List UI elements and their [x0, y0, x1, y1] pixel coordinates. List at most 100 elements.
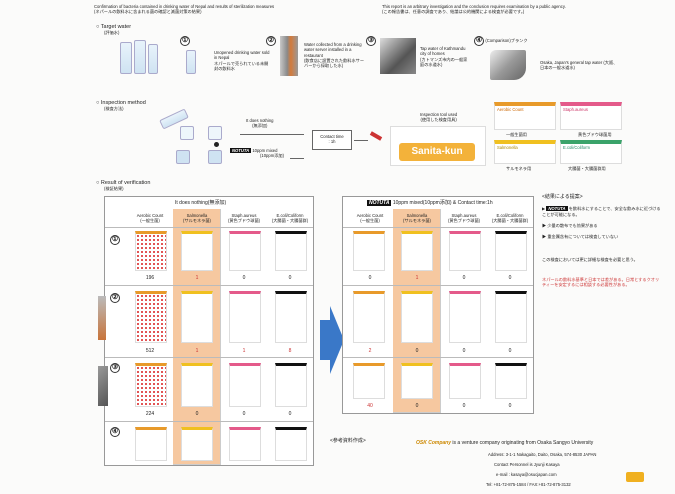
row-3-aerobic-plate	[135, 363, 167, 407]
row-3-staph-plate-treated	[449, 363, 481, 399]
report-title: Confirmation of bacteria contained in dr…	[94, 4, 354, 15]
row-3-side-photo	[98, 366, 108, 406]
target-item-4: ④ (Comparison)ブランク	[474, 36, 528, 46]
row-2-side-photo	[98, 296, 106, 340]
row-3-aerobic-count: 224	[145, 411, 155, 417]
col-salmonella-header-treated: Salmonella(サルモネラ菌)	[403, 213, 431, 224]
row-4-number: ④	[110, 427, 120, 437]
target-item-2-text: Water collected from a drinking water se…	[304, 42, 365, 68]
row-2-ecoli-plate	[275, 291, 307, 343]
method-arrow-3	[354, 140, 368, 141]
results-table-untreated-title: It does nothing(無添加)	[175, 200, 227, 206]
target-item-4-title: (Comparison)ブランク	[485, 38, 528, 43]
report-title-en: Confirmation of bacteria contained in dr…	[94, 4, 275, 9]
company-contact: Contact Personnel is Jyunji Kasaya	[494, 462, 560, 467]
row-1-staph-plate	[229, 231, 261, 271]
row-3-salmonella-plate	[181, 363, 213, 407]
row-4-ecoli-plate	[275, 427, 307, 461]
target-heading: ○ Target water(評価水)	[96, 24, 132, 35]
method-drop	[214, 142, 219, 147]
row-2-staph-count: 1	[242, 348, 246, 354]
brand-logo-treated: NOTUTA	[367, 200, 392, 206]
row-divider-3	[105, 421, 313, 422]
target-item-1-number: ①	[180, 36, 190, 46]
row-2-aerobic-count-treated: 2	[368, 348, 372, 354]
company-logo-mark	[626, 472, 644, 482]
row-3-staph-plate	[229, 363, 261, 407]
col-staph-header-treated: Staph.aureus(黄色ブドウ球菌)	[447, 213, 481, 224]
report-note-en: This report is an arbitrary investigatio…	[382, 4, 566, 9]
row-4-staph-plate	[229, 427, 261, 461]
conclusion-p5: ネパールの飲料水基準と日本では差がある。日常とするクオリティーを安定するには相談…	[542, 276, 660, 287]
row-divider-2-treated	[343, 357, 533, 358]
brand-logo-conclusion: NOTUTA	[546, 206, 568, 212]
method-dropper	[369, 131, 383, 141]
method-beaker-1	[180, 126, 194, 140]
col-aerobic-header: Aerobic Count(一般生菌)	[136, 213, 164, 224]
company-email: e-mail : kasaya@osucjapan.com	[496, 472, 557, 477]
row-1-ecoli-plate-treated	[495, 231, 527, 271]
row-2-staph-plate-treated	[449, 291, 481, 343]
row-1-aerobic-count-treated: 0	[368, 275, 372, 281]
treatment-arrow	[320, 300, 344, 380]
target-item-2: ②	[266, 36, 276, 46]
target-item-4-faucet	[490, 50, 526, 80]
conclusion-p1: ▶ NOTUTA を飲料水にすることで、安全な飲み水に近づけることが可能になる。	[542, 206, 661, 217]
row-4-salmonella-plate	[181, 427, 213, 461]
conclusion-p4: この検査においては更に詳細な検査を必要と思う。	[542, 257, 638, 263]
row-3-ecoli-count: 0	[288, 411, 292, 417]
target-item-2-photo	[280, 36, 298, 76]
method-arrow-2	[290, 158, 304, 159]
kit-ecoli: E.coli/Coliform	[560, 140, 622, 164]
header-divider-treated	[343, 227, 533, 228]
sanita-kun-panel: Sanita-kun	[390, 126, 486, 166]
row-3-salmonella-plate-treated	[401, 363, 433, 399]
row-3-staph-count-treated: 0	[462, 403, 466, 409]
row-1-aerobic-plate	[135, 231, 167, 271]
company-address: Address: 3-1-1 Nakagaito, Daito, Osaka, …	[488, 452, 597, 457]
sanita-kun-logo: Sanita-kun	[399, 143, 475, 161]
target-item-3-number: ③	[366, 36, 376, 46]
row-1-staph-count-treated: 0	[462, 275, 466, 281]
target-item-2-number: ②	[266, 36, 276, 46]
row-1-salmonella-count: 1	[195, 275, 199, 281]
target-item-3: ③	[366, 36, 376, 46]
kit-aerobic-label: 一般生菌用	[506, 132, 527, 137]
report-title-ja: (ネパールの飲料水に含まれる菌の確認と滅菌対策の結果)	[94, 9, 202, 15]
col-aerobic-header-treated: Aerobic Count(一般生菌)	[356, 213, 384, 224]
row-2-staph-plate	[229, 291, 261, 343]
brand-logo: NOTUTA	[230, 148, 252, 153]
row-1-ecoli-count: 0	[288, 275, 292, 281]
company-logo: OSK Company	[416, 440, 452, 446]
target-bottle-2	[134, 40, 146, 74]
row-2-ecoli-count: 8	[288, 348, 292, 354]
conclusion-p3: ▶ 重金属含有については検査していない	[542, 234, 619, 239]
kit-salmonella: Salmonella	[494, 140, 556, 164]
header-divider	[105, 227, 313, 228]
row-2-ecoli-count-treated: 0	[508, 348, 512, 354]
row-1-staph-count: 0	[242, 275, 246, 281]
tool-used: Inspection tool used(使用した検査用具)	[420, 112, 458, 123]
row-2-number: ②	[110, 293, 120, 303]
row-3-salmonella-count: 0	[195, 411, 199, 417]
method-beaker-3	[176, 150, 190, 164]
report-note: This report is an arbitrary investigatio…	[382, 4, 612, 15]
col-staph-header: Staph.aureus(黄色ブドウ球菌)	[227, 213, 261, 224]
row-3-ecoli-plate-treated	[495, 363, 527, 399]
company-tel: Tel: +81-72-875-1584 / FAX:+81-72-875-31…	[486, 482, 571, 487]
row-2-salmonella-count: 1	[195, 348, 199, 354]
kit-aerobic: Aerobic Count	[494, 102, 556, 130]
conclusion-heading: <結果による提案>	[542, 194, 583, 200]
row-divider-1	[105, 285, 313, 286]
method-mix: NOTUTA 10ppm mixed(10ppm添加)	[230, 148, 284, 159]
row-4-aerobic-plate	[135, 427, 167, 461]
row-1-ecoli-count-treated: 0	[508, 275, 512, 281]
method-beaker-4	[208, 150, 222, 164]
row-3-ecoli-count-treated: 0	[508, 403, 512, 409]
row-3-aerobic-plate-treated	[353, 363, 385, 399]
target-item-3-photo	[380, 38, 416, 74]
row-2-aerobic-plate	[135, 291, 167, 343]
row-3-staph-count: 0	[242, 411, 246, 417]
col-ecoli-header-treated: E.coli/Coliform(大腸菌・大腸菌群)	[491, 213, 529, 224]
